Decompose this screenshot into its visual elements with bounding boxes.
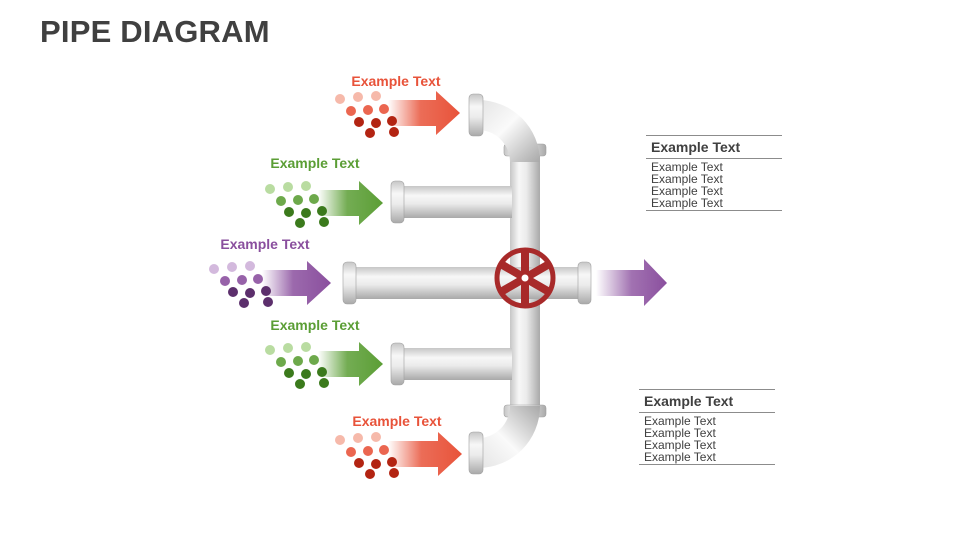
valve-wheel-icon	[494, 247, 556, 309]
input-label: Example Text	[351, 73, 441, 89]
flow-dot	[239, 298, 249, 308]
flow-dot	[245, 261, 255, 271]
pipe-end-cap	[390, 180, 405, 224]
flow-dot	[309, 355, 319, 365]
info-box-1: Example Text Example Text Example Text E…	[646, 135, 782, 211]
flow-dot	[335, 94, 345, 104]
flow-dot	[387, 457, 397, 467]
flow-dot	[371, 432, 381, 442]
flow-dot	[245, 288, 255, 298]
flow-dot	[387, 116, 397, 126]
pipe-branch	[398, 186, 512, 218]
pipe-elbow-bottom	[478, 406, 540, 468]
flow-dot	[227, 262, 237, 272]
flow-dot	[276, 357, 286, 367]
flow-dot	[293, 195, 303, 205]
flow-dot	[301, 342, 311, 352]
pipe-elbow-top	[478, 100, 540, 162]
pipe-end-cap	[468, 431, 484, 475]
flow-dot	[301, 369, 311, 379]
flow-dot	[365, 469, 375, 479]
input-arrow-group: Example Text	[265, 317, 383, 389]
input-label: Example Text	[270, 317, 360, 333]
flow-dot	[301, 181, 311, 191]
pipe-end-cap	[577, 261, 592, 305]
flow-dot	[309, 194, 319, 204]
flow-dot	[263, 297, 273, 307]
info-box-heading: Example Text	[651, 139, 741, 155]
input-arrow-group: Example Text	[335, 73, 460, 138]
pipe-branch	[398, 348, 512, 380]
output-arrow	[596, 259, 667, 306]
flow-dot	[354, 117, 364, 127]
flow-dot	[346, 106, 356, 116]
flow-dot	[363, 105, 373, 115]
input-arrow	[318, 342, 383, 386]
flow-dot	[354, 458, 364, 468]
flow-dot	[379, 445, 389, 455]
flow-dot	[209, 264, 219, 274]
flow-dot	[353, 92, 363, 102]
info-box-line: Example Text	[651, 184, 723, 198]
flow-dot	[317, 367, 327, 377]
input-label: Example Text	[270, 155, 360, 171]
input-label: Example Text	[220, 236, 310, 252]
flow-dot	[317, 206, 327, 216]
flow-dot	[228, 287, 238, 297]
pipe-end-cap	[390, 342, 405, 386]
flow-dot	[237, 275, 247, 285]
flow-dot	[346, 447, 356, 457]
pipe-end-cap	[468, 93, 484, 137]
info-box-heading: Example Text	[644, 393, 734, 409]
info-box-2: Example Text Example Text Example Text E…	[639, 389, 775, 465]
info-box-line: Example Text	[651, 160, 723, 174]
flow-dot	[389, 127, 399, 137]
flow-dot	[301, 208, 311, 218]
pipe-end-cap	[342, 261, 357, 305]
flow-dot	[261, 286, 271, 296]
flow-dot	[319, 217, 329, 227]
flow-dot	[276, 196, 286, 206]
flow-dot	[283, 343, 293, 353]
info-box-line: Example Text	[651, 196, 723, 210]
flow-dot	[265, 184, 275, 194]
flow-dot	[371, 459, 381, 469]
input-arrow	[262, 261, 331, 305]
flow-dot	[371, 91, 381, 101]
info-box-line: Example Text	[644, 414, 716, 428]
input-arrow	[388, 91, 460, 135]
flow-dot	[363, 446, 373, 456]
flow-dot	[220, 276, 230, 286]
flow-dot	[265, 345, 275, 355]
input-arrow	[318, 181, 383, 225]
flow-dot	[293, 356, 303, 366]
flow-dot	[283, 182, 293, 192]
flow-dot	[389, 468, 399, 478]
flow-dot	[371, 118, 381, 128]
flow-dot	[365, 128, 375, 138]
flow-dot	[295, 379, 305, 389]
flow-dot	[335, 435, 345, 445]
info-box-line: Example Text	[644, 438, 716, 452]
info-box-line: Example Text	[644, 450, 716, 464]
info-box-line: Example Text	[644, 426, 716, 440]
input-arrow-group: Example Text	[209, 236, 331, 308]
input-arrow	[388, 432, 462, 476]
flow-dot	[295, 218, 305, 228]
flow-dot	[284, 207, 294, 217]
info-box-line: Example Text	[651, 172, 723, 186]
slide-title: PIPE DIAGRAM	[40, 14, 270, 49]
input-label: Example Text	[352, 413, 442, 429]
flow-dot	[284, 368, 294, 378]
input-arrow-group: Example Text	[335, 413, 462, 479]
input-arrow-group: Example Text	[265, 155, 383, 228]
flow-dot	[353, 433, 363, 443]
flow-dot	[379, 104, 389, 114]
flow-dot	[253, 274, 263, 284]
flow-dot	[319, 378, 329, 388]
